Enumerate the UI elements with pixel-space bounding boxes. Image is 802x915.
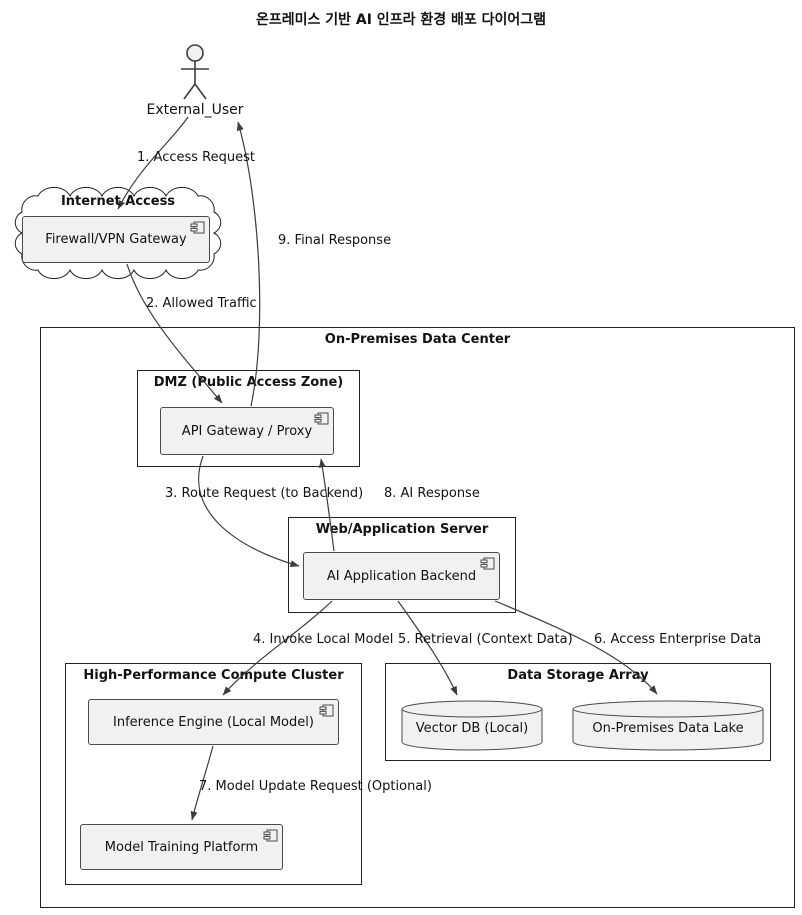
dmz-label: DMZ (Public Access Zone) <box>153 375 344 390</box>
firewall-label: Firewall/VPN Gateway <box>45 232 187 247</box>
api-gateway-component: API Gateway / Proxy <box>160 407 334 455</box>
ai-backend-component: AI Application Backend <box>303 552 500 600</box>
datacenter-label: On-Premises Data Center <box>324 332 511 347</box>
component-icon <box>314 412 329 425</box>
storage-label: Data Storage Array <box>507 668 649 683</box>
data-lake-label: On-Premises Data Lake <box>592 721 744 736</box>
edge-label-ai-response: 8. AI Response <box>384 486 480 501</box>
edge-label-route-request: 3. Route Request (to Backend) <box>165 486 364 501</box>
edge-label-allowed-traffic: 2. Allowed Traffic <box>146 296 257 311</box>
actor-label: External_User <box>146 102 244 118</box>
model-training-label: Model Training Platform <box>104 839 259 855</box>
component-icon <box>263 829 278 842</box>
edge-label-invoke-local-model: 4. Invoke Local Model <box>253 632 394 647</box>
datacenter-group: On-Premises Data Center <box>40 327 795 908</box>
edge-label-final-response: 9. Final Response <box>278 233 392 248</box>
compute-label: High-Performance Compute Cluster <box>83 668 344 683</box>
diagram-title: 온프레미스 기반 AI 인프라 환경 배포 다이어그램 <box>255 12 546 28</box>
inference-engine-label: Inference Engine (Local Model) <box>113 714 314 730</box>
vector-db-label: Vector DB (Local) <box>415 721 529 736</box>
component-icon <box>190 221 205 234</box>
edge-label-retrieval: 5. Retrieval (Context Data) <box>398 632 573 647</box>
model-training-component: Model Training Platform <box>80 824 283 870</box>
inference-engine-component: Inference Engine (Local Model) <box>88 699 339 745</box>
storage-group: Data Storage Array <box>385 663 771 761</box>
webserver-label: Web/Application Server <box>315 522 489 537</box>
internet-cloud-label: Internet Access <box>60 194 176 209</box>
component-icon <box>480 557 495 570</box>
component-icon <box>319 704 334 717</box>
ai-backend-label: AI Application Backend <box>326 568 477 584</box>
firewall-component: Firewall/VPN Gateway <box>22 216 210 263</box>
api-gateway-label: API Gateway / Proxy <box>181 423 313 439</box>
actor-figure-icon <box>181 44 209 100</box>
edge-label-access-request: 1. Access Request <box>137 150 255 165</box>
edge-label-model-update-request: 7. Model Update Request (Optional) <box>199 779 432 794</box>
edge-label-access-enterprise-data: 6. Access Enterprise Data <box>594 632 762 647</box>
